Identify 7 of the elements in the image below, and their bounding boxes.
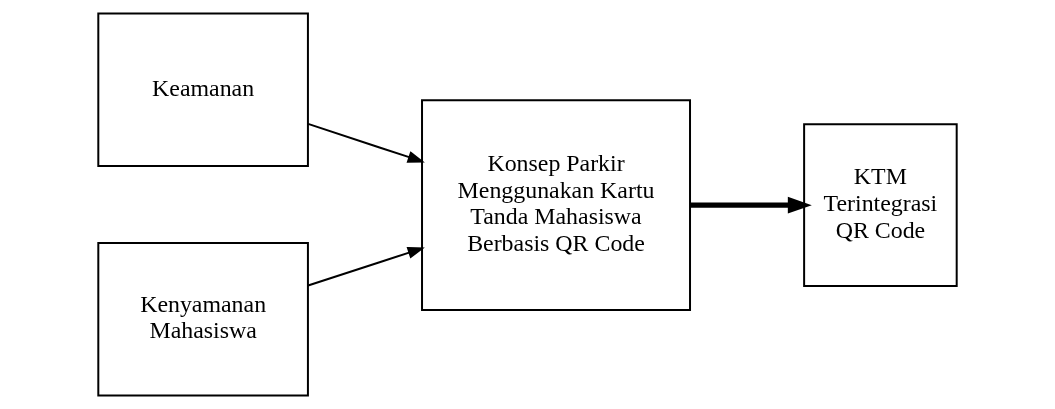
- node-box: Keamanan: [97, 12, 309, 168]
- node-box: KTM Terintegrasi QR Code: [803, 123, 958, 288]
- arrow: [307, 247, 425, 287]
- arrow: [690, 196, 812, 214]
- node-box: Kenyamanan Mahasiswa: [97, 241, 309, 397]
- node-box: Konsep Parkir Menggunakan Kartu Tanda Mahasiswa Berbasis QR Code: [421, 99, 691, 311]
- arrow: [307, 122, 425, 163]
